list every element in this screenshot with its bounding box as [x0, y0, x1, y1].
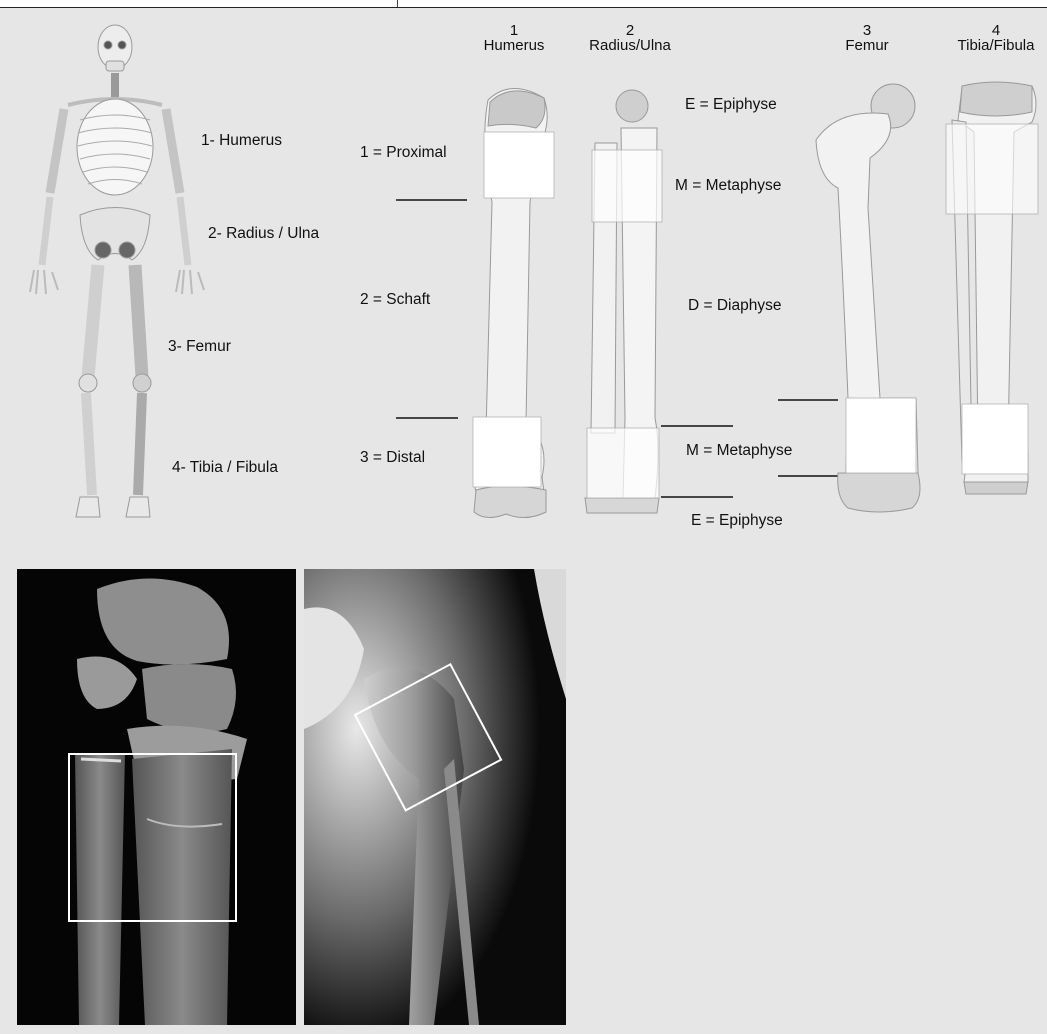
xray-wrist [17, 569, 296, 1025]
zone-label-diaphysis: D = Diaphyse [688, 298, 781, 314]
zone-label-epiphysis-bottom: E = Epiphyse [691, 513, 783, 529]
xray-wrist-image [17, 569, 296, 1025]
zone-label-metaphysis-bottom: M = Metaphyse [686, 443, 792, 459]
femur-bone [808, 78, 928, 518]
humerus-bone [466, 82, 556, 522]
zone-label-metaphysis-top: M = Metaphyse [675, 178, 781, 194]
zone-label-epiphysis-top: E = Epiphyse [685, 97, 777, 113]
xray-humerus-image [304, 569, 566, 1025]
radius-ulna-bone [585, 88, 665, 518]
xray-humerus [304, 569, 566, 1025]
tibia-fibula-bone [944, 82, 1044, 512]
